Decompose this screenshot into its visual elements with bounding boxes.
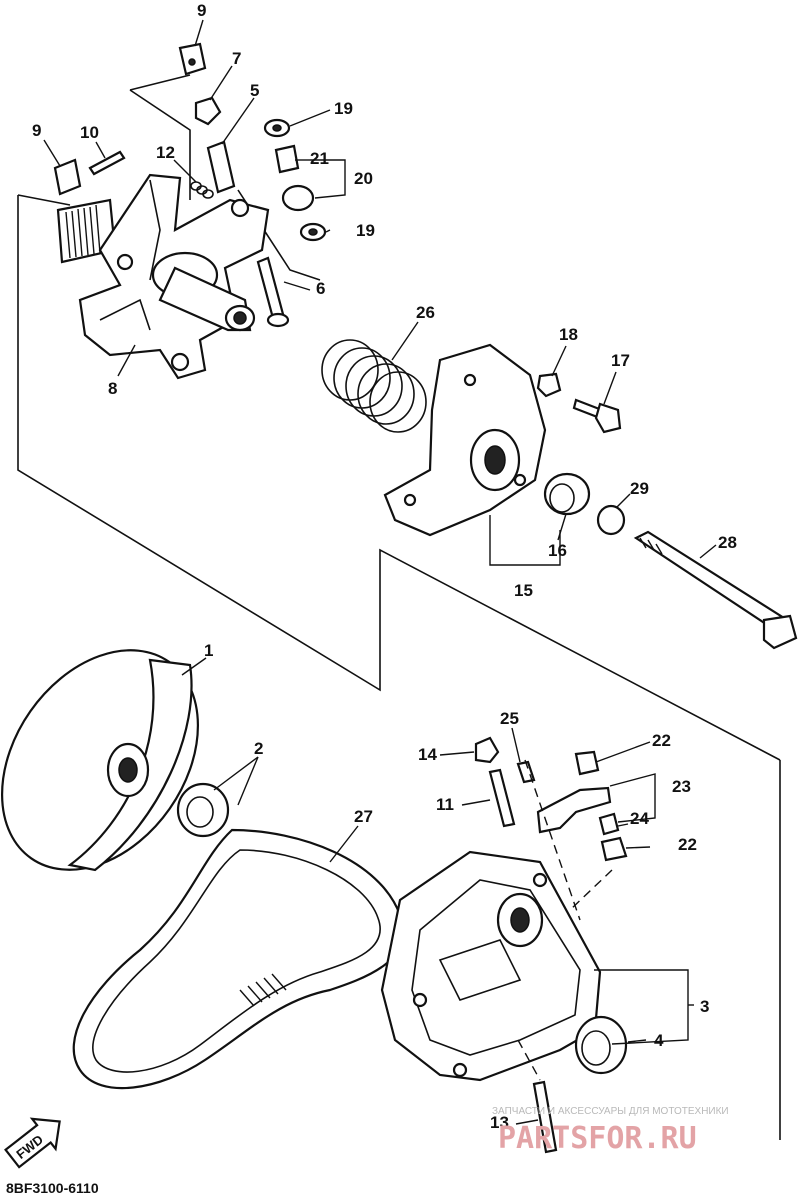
watermark-brand: PARTSFOR.RU [498,1121,697,1156]
watermark-tagline: ЗАПЧАСТИ И АКСЕССУАРЫ ДЛЯ МОТОТЕХНИКИ [492,1106,729,1117]
callout-25: 25 [500,709,519,728]
callout-15: 15 [514,581,533,600]
callout-20: 20 [354,169,373,188]
spring-and-cover [321,339,798,650]
callout-28: 28 [718,533,737,552]
callout-22-top: 22 [652,731,671,750]
callout-27: 27 [354,807,373,826]
callout-3: 3 [700,997,709,1016]
callout-12: 12 [156,143,175,162]
callout-19-top: 19 [334,99,353,118]
callout-17: 17 [611,351,630,370]
collar-part [176,782,230,838]
callout-14: 14 [418,745,437,764]
callout-21: 21 [310,149,329,168]
leader-lines [43,19,717,1125]
top-small-parts [53,42,327,328]
primary-fixed-sheave-assembly [56,173,270,380]
callout-24: 24 [630,809,649,828]
callout-8: 8 [108,379,117,398]
callout-26: 26 [416,303,435,322]
callout-18: 18 [559,325,578,344]
callout-22-bottom: 22 [678,835,697,854]
callout-10: 10 [80,123,99,142]
callout-6: 6 [316,279,325,298]
sheave-housing [380,736,628,1154]
sheave-disc [0,649,200,872]
callout-11: 11 [436,795,454,814]
callout-7: 7 [232,49,241,68]
drawing-code: 8BF3100-6110 [6,1180,99,1196]
callout-labels: 9 7 5 19 9 10 12 21 20 19 6 8 26 18 17 2… [32,1,737,1132]
fwd-arrow-icon: FWD [4,1117,61,1169]
callout-2: 2 [254,739,263,758]
callout-19-bottom: 19 [356,221,375,240]
callout-9-top: 9 [197,1,206,20]
drive-belt [72,828,406,1090]
callout-1: 1 [204,641,213,660]
callout-23: 23 [672,777,691,796]
callout-4: 4 [654,1031,664,1050]
callout-5: 5 [250,81,259,100]
callout-16: 16 [548,541,567,560]
callout-29: 29 [630,479,649,498]
callout-9-left: 9 [32,121,41,140]
callout-13: 13 [490,1113,509,1132]
